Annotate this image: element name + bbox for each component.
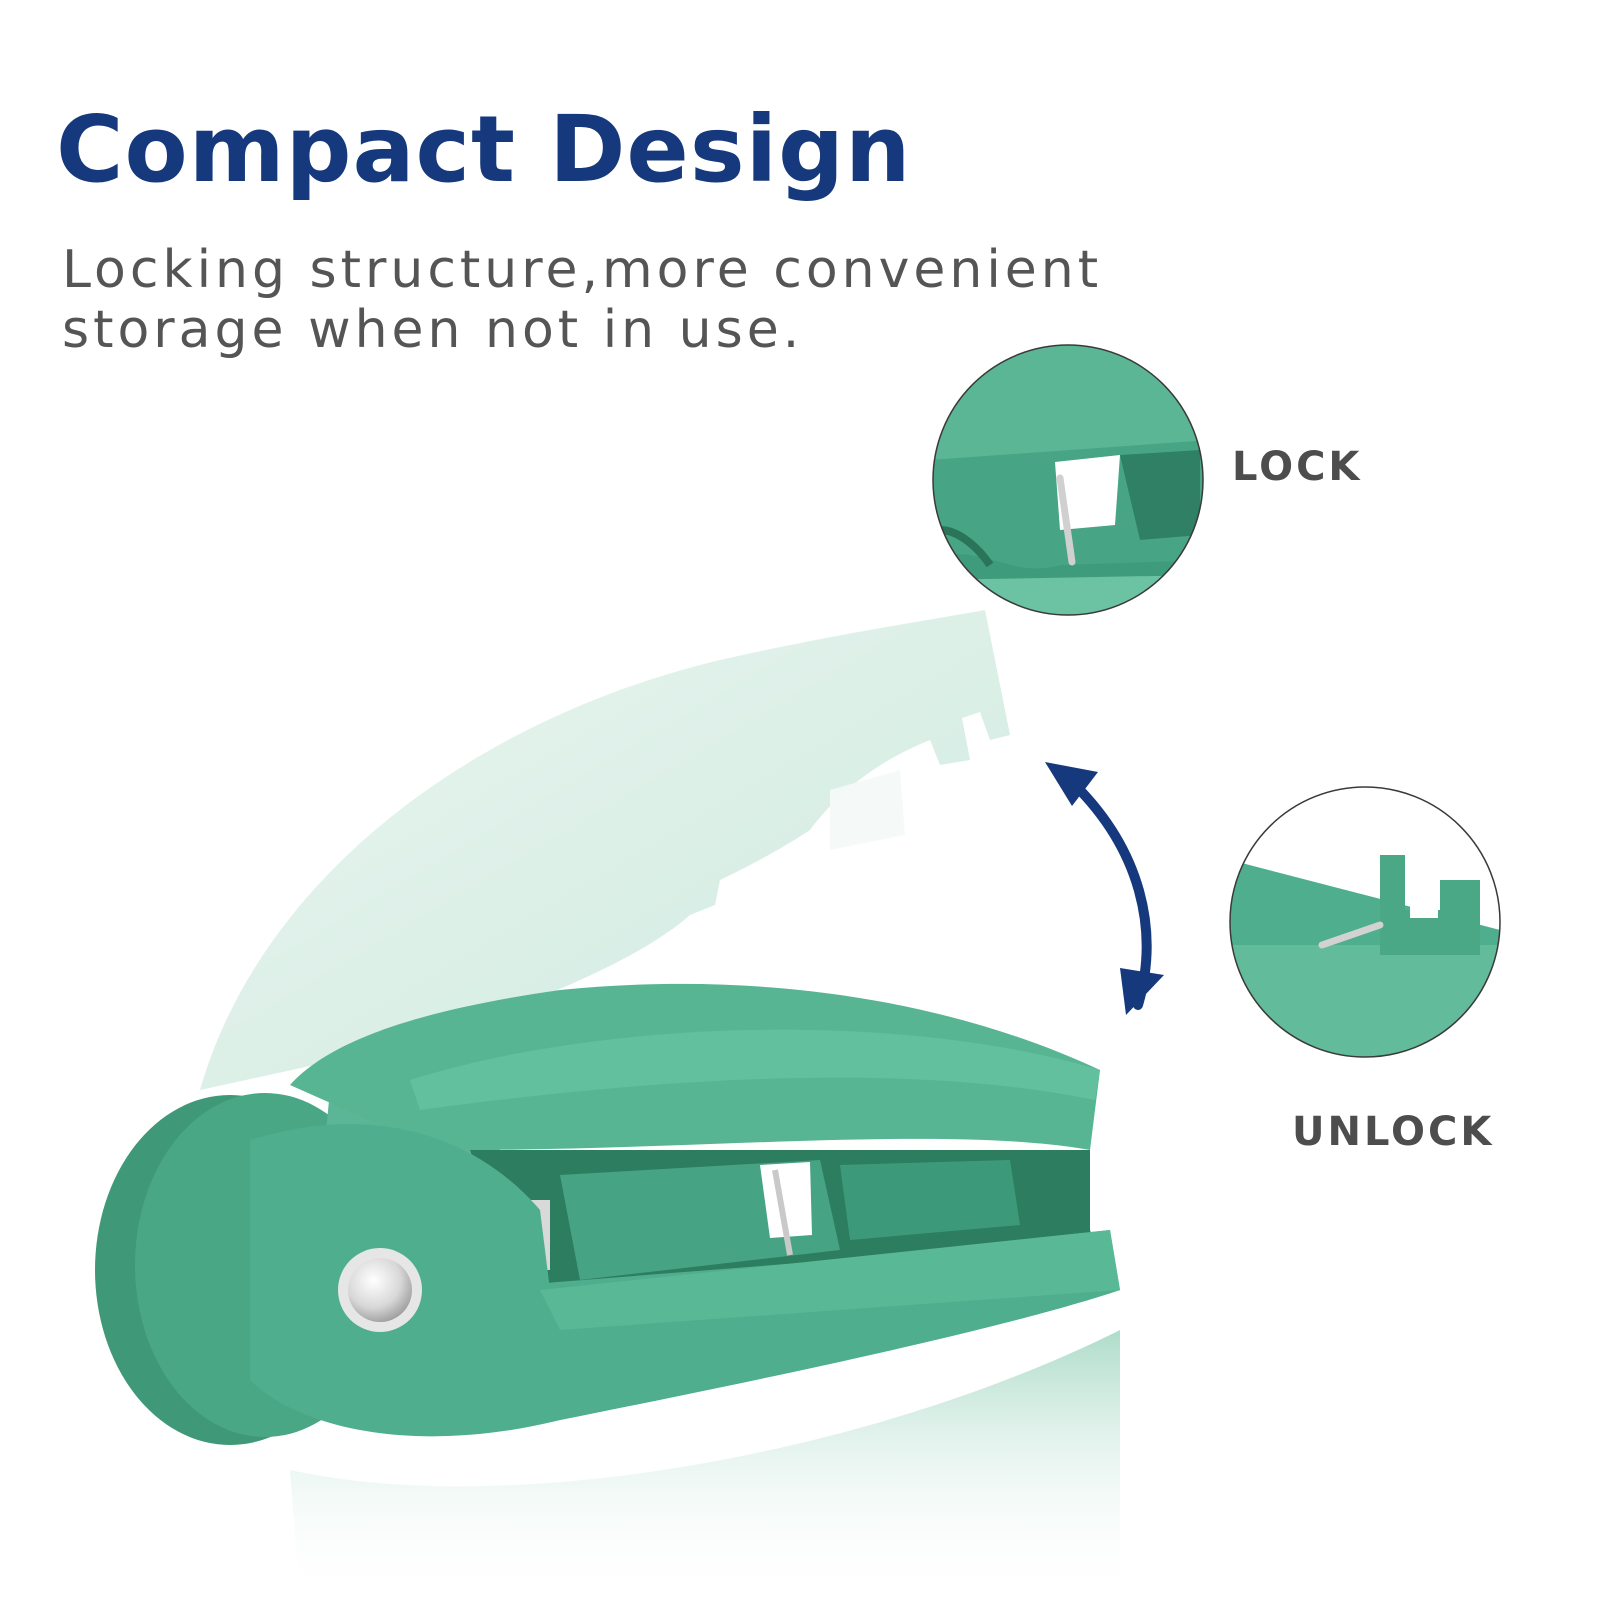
feature-description: Locking structure,more convenient storag…: [62, 240, 1102, 360]
lock-detail-circle: [932, 344, 1204, 616]
tool-reflection: [290, 1330, 1120, 1600]
closed-tool-body: [95, 983, 1120, 1445]
page-title: Compact Design: [56, 96, 912, 203]
unlock-label: UNLOCK: [1292, 1109, 1495, 1155]
open-handle-ghost: [200, 610, 1010, 1090]
feature-description-line-2: storage when not in use.: [62, 300, 804, 360]
lock-label: LOCK: [1232, 444, 1363, 490]
feature-description-line-1: Locking structure,more convenient: [62, 240, 1103, 300]
unlock-detail-circle: [1229, 786, 1501, 1058]
open-close-arrow-icon: [1045, 762, 1164, 1015]
